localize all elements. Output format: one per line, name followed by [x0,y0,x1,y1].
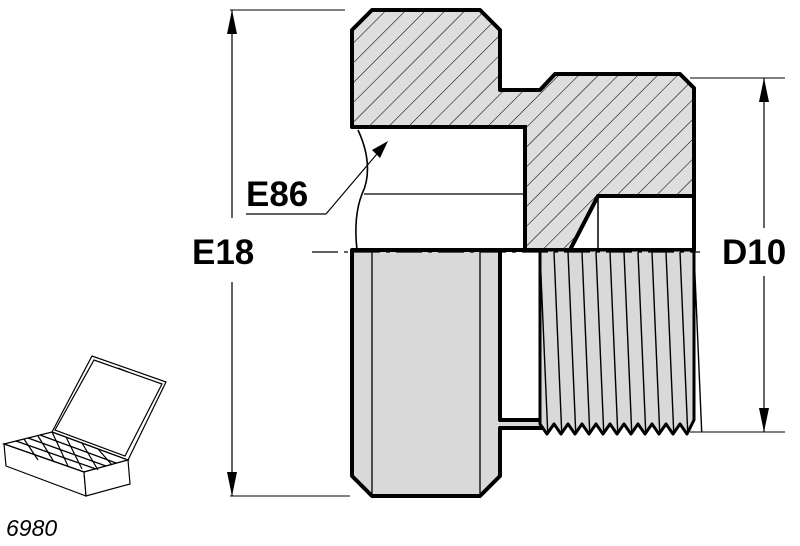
thread-line [665,251,675,433]
thread-line [651,251,661,433]
thread-line [679,251,689,433]
thread-line [595,251,605,433]
arrow-icon [372,141,388,158]
parts-box-icon [1,355,167,497]
thread-line [693,251,703,433]
arrow-up-icon [759,78,769,102]
thread-line [623,251,633,433]
dimension-e18 [227,9,350,497]
thread-line [553,251,563,433]
part-number: 6980 [6,515,57,541]
label-d10: D10 [722,233,786,272]
thread-line [637,251,647,433]
thread-body [538,248,696,436]
thread-line [567,251,577,433]
section-view-upper [350,8,696,252]
thread-line [539,251,549,433]
chamfer-leader [246,141,388,215]
arrow-down-icon [759,408,769,432]
thread-line [609,251,619,433]
label-e86: E86 [246,175,308,214]
arrow-up-icon [227,10,237,34]
label-e18: E18 [192,233,254,272]
arrow-down-icon [227,472,237,496]
dimension-d10 [690,77,785,433]
thread-line [581,251,591,433]
external-view-lower [350,248,703,498]
